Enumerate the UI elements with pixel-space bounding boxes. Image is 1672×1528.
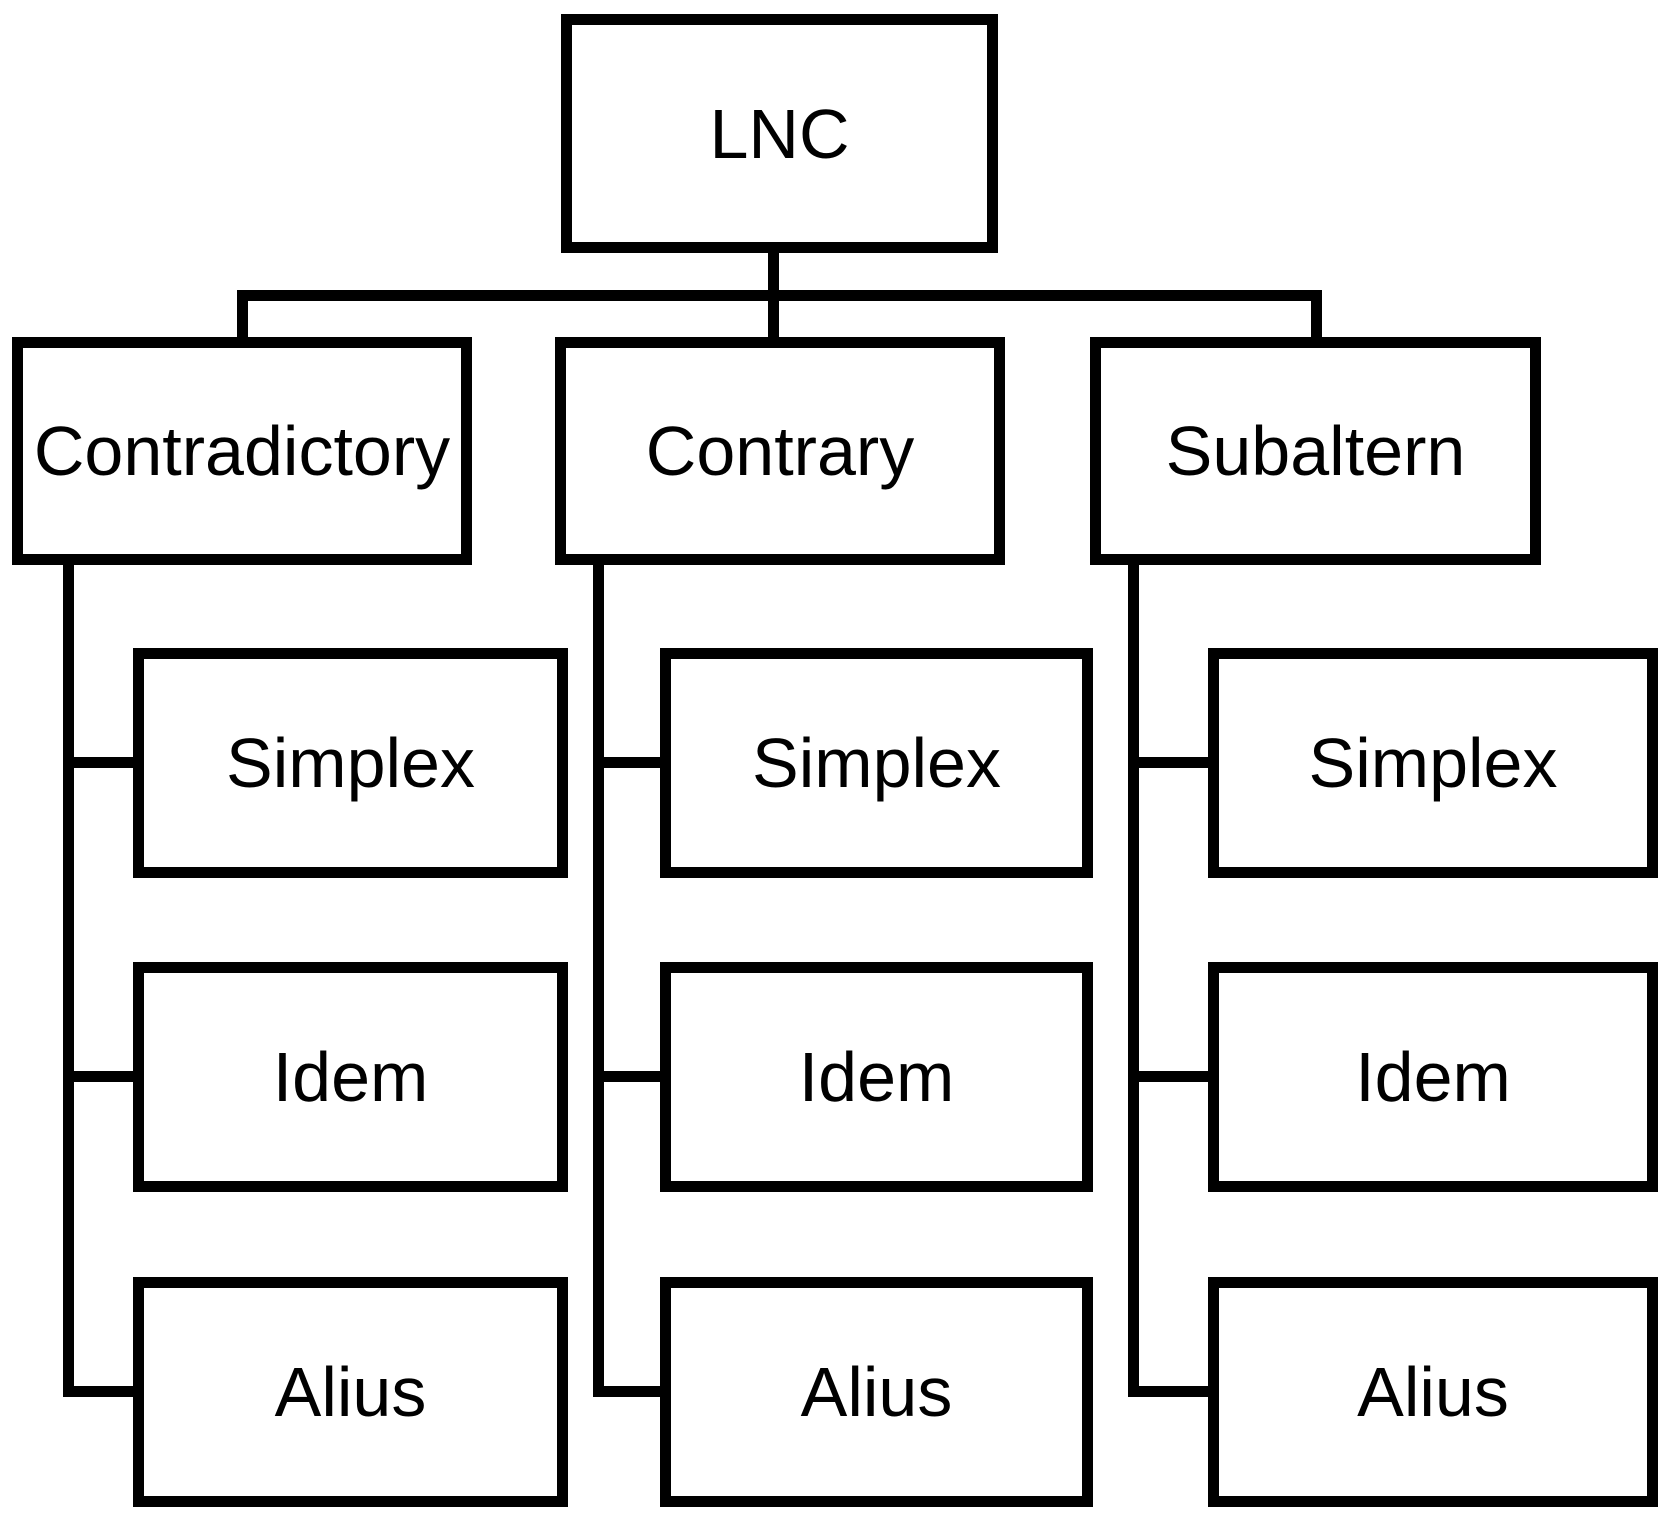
node-contrary-alius-label: Alius — [800, 1353, 953, 1431]
connector-bus — [237, 290, 1322, 301]
stub-contrary-simplex — [593, 757, 665, 768]
node-contradictory-simplex-label: Simplex — [226, 724, 475, 802]
node-subaltern-idem: Idem — [1208, 962, 1658, 1192]
node-contrary-alius: Alius — [660, 1277, 1093, 1507]
trunk-subaltern — [1128, 560, 1139, 1397]
node-subaltern-alius: Alius — [1208, 1277, 1658, 1507]
trunk-contradictory — [63, 560, 74, 1397]
stub-subaltern-simplex — [1128, 757, 1208, 768]
node-contrary-idem: Idem — [660, 962, 1093, 1192]
node-contrary-simplex: Simplex — [660, 648, 1093, 878]
node-subaltern-simplex-label: Simplex — [1308, 724, 1558, 802]
stub-contrary-idem — [593, 1071, 665, 1082]
stub-contradictory-idem — [63, 1071, 138, 1082]
stub-subaltern-alius — [1128, 1386, 1208, 1397]
node-contrary-label: Contrary — [645, 412, 915, 490]
node-contradictory-alius: Alius — [133, 1277, 568, 1507]
node-subaltern-label: Subaltern — [1165, 412, 1466, 490]
node-root: LNC — [561, 14, 998, 253]
node-subaltern-simplex: Simplex — [1208, 648, 1658, 878]
node-subaltern-alius-label: Alius — [1357, 1353, 1509, 1431]
node-contradictory-alius-label: Alius — [274, 1353, 427, 1431]
node-contradictory-label: Contradictory — [33, 412, 451, 490]
node-contradictory-simplex: Simplex — [133, 648, 568, 878]
node-subaltern: Subaltern — [1090, 337, 1541, 565]
node-contradictory: Contradictory — [12, 337, 472, 565]
stub-contrary-alius — [593, 1386, 665, 1397]
stub-contradictory-simplex — [63, 757, 138, 768]
node-root-label: LNC — [709, 94, 850, 173]
node-subaltern-idem-label: Idem — [1355, 1038, 1511, 1116]
stub-subaltern-idem — [1128, 1071, 1208, 1082]
connector-drop-contradictory — [237, 290, 248, 348]
connector-drop-subaltern — [1311, 290, 1322, 348]
node-contradictory-idem-label: Idem — [272, 1038, 429, 1116]
node-contradictory-idem: Idem — [133, 962, 568, 1192]
trunk-contrary — [593, 560, 604, 1397]
node-contrary-simplex-label: Simplex — [752, 724, 1001, 802]
node-contrary-idem-label: Idem — [798, 1038, 955, 1116]
node-contrary: Contrary — [555, 337, 1005, 565]
stub-contradictory-alius — [63, 1386, 138, 1397]
